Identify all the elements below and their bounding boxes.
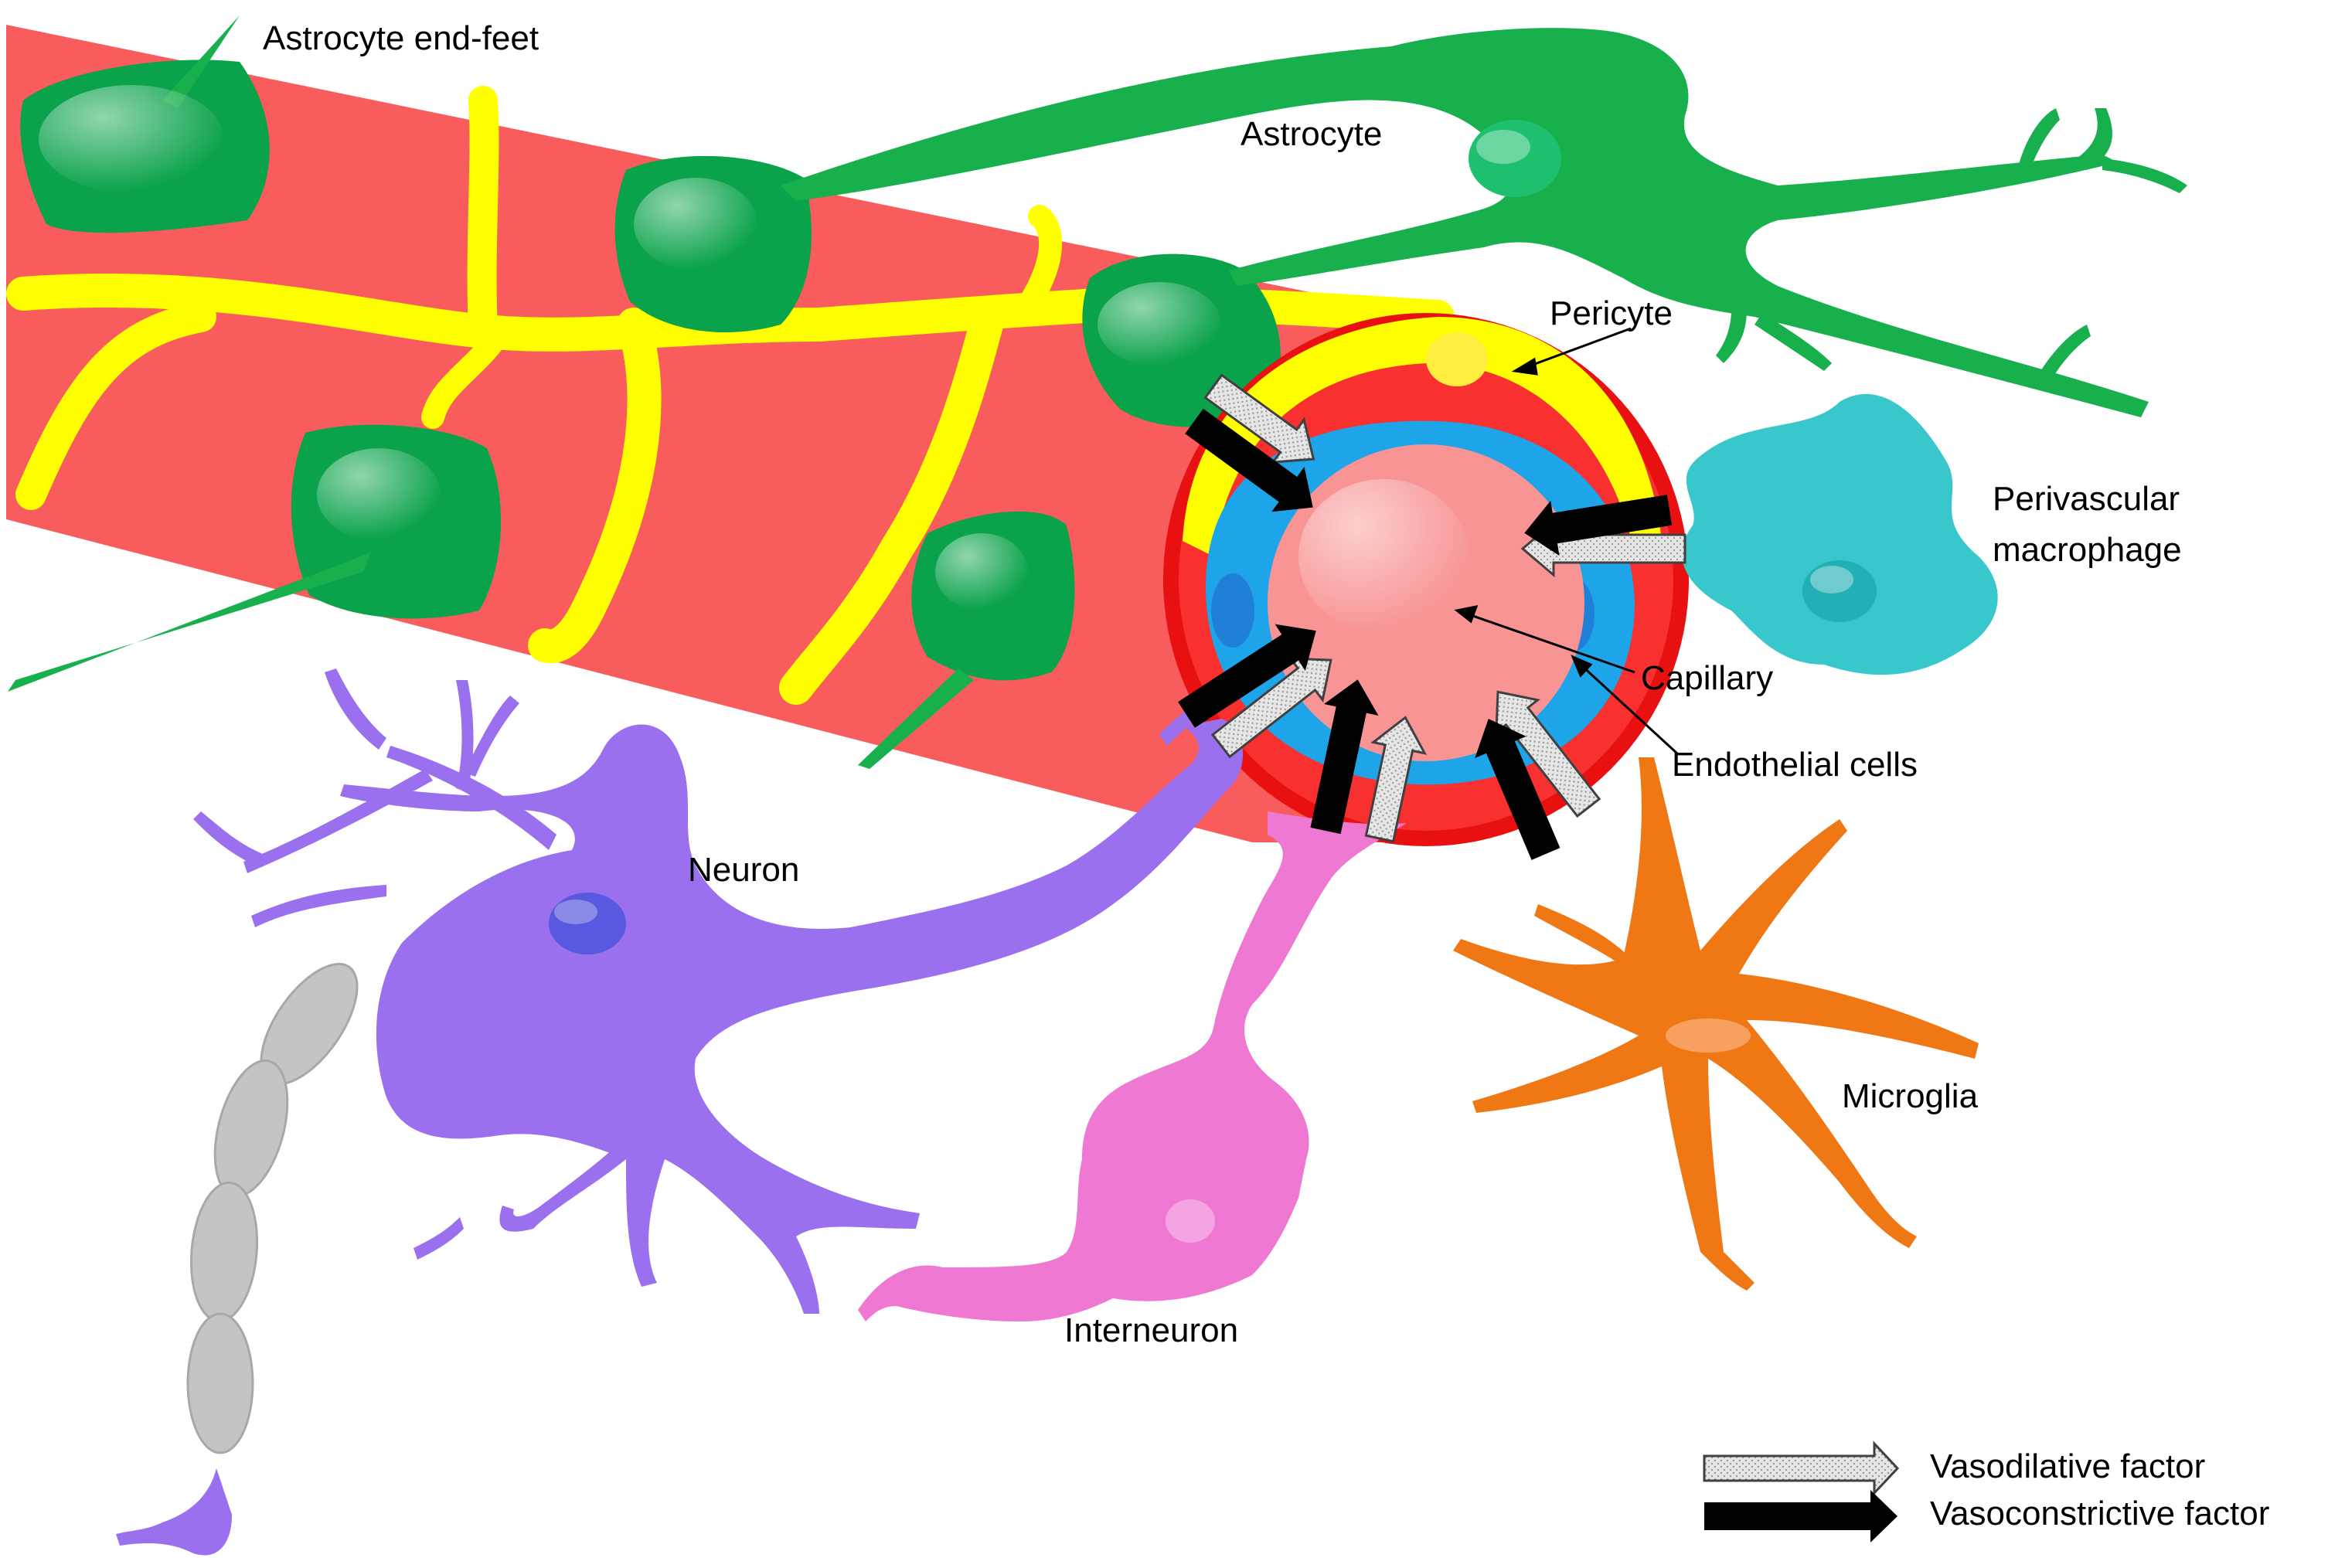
microglia bbox=[1453, 757, 1979, 1291]
legend: Vasodilative factor Vasoconstrictive fac… bbox=[1703, 1440, 2269, 1542]
vasodilative-arrow-3 bbox=[1210, 657, 1332, 759]
label-astrocyte-end-feet: Astrocyte end-feet bbox=[263, 19, 539, 57]
astrocyte bbox=[781, 28, 2187, 417]
labels: Astrocyte end-feet Astrocyte Pericyte Pe… bbox=[263, 19, 2182, 1349]
label-perivascular-macrophage-2: macrophage bbox=[1993, 531, 2182, 569]
legend-vasoconstrictive-label: Vasoconstrictive factor bbox=[1930, 1495, 2269, 1532]
leader-lines bbox=[1454, 327, 1679, 755]
vasodilative-arrow-1 bbox=[1203, 373, 1315, 464]
vasodilative-arrow-5 bbox=[1495, 690, 1601, 818]
myelinated-axon bbox=[116, 962, 359, 1556]
astrocyte-nucleus bbox=[1469, 120, 1561, 197]
capillary-cross-section bbox=[1163, 313, 1689, 846]
vasoconstrictive-arrow-5 bbox=[1475, 719, 1561, 860]
vasoconstrictive-arrow-4 bbox=[1310, 679, 1379, 835]
astrocyte-end-feet bbox=[8, 15, 1281, 769]
vasodilative-arrow-4 bbox=[1364, 716, 1428, 843]
legend-vasodilative-arrow bbox=[1703, 1440, 1900, 1496]
vessel-body bbox=[6, 25, 1430, 842]
vasoconstrictive-arrow-3 bbox=[1178, 624, 1316, 728]
factor-arrows bbox=[1178, 373, 1686, 860]
label-perivascular-macrophage-1: Perivascular bbox=[1993, 480, 2180, 518]
myelin-segment-3 bbox=[189, 1181, 259, 1323]
label-endothelial-cells: Endothelial cells bbox=[1672, 746, 1918, 784]
pericyte-leader bbox=[1526, 327, 1632, 369]
label-interneuron: Interneuron bbox=[1064, 1311, 1238, 1349]
microglia-nucleus bbox=[1666, 1019, 1751, 1053]
blood-vessel bbox=[6, 25, 1430, 842]
vasoconstrictive-arrow-1 bbox=[1185, 408, 1313, 512]
interneuron bbox=[858, 811, 1407, 1321]
label-neuron: Neuron bbox=[688, 851, 799, 889]
label-microglia: Microglia bbox=[1842, 1077, 1979, 1115]
interneuron-nucleus bbox=[1166, 1199, 1215, 1243]
label-astrocyte: Astrocyte bbox=[1241, 115, 1382, 153]
legend-vasoconstrictive-arrow bbox=[1704, 1490, 1897, 1542]
vasoconstrictive-arrow-2 bbox=[1524, 495, 1673, 556]
astrocyte-body bbox=[781, 28, 2149, 417]
pericyte-nucleus bbox=[1426, 332, 1488, 386]
label-pericyte: Pericyte bbox=[1550, 294, 1673, 332]
neuron bbox=[193, 668, 1244, 1314]
capillary-leader bbox=[1468, 613, 1635, 674]
label-capillary: Capillary bbox=[1641, 659, 1773, 697]
neuron-nucleus bbox=[549, 893, 626, 954]
endothelial-nucleus-left bbox=[1211, 573, 1254, 648]
legend-vasodilative-label: Vasodilative factor bbox=[1930, 1447, 2205, 1485]
endothelial-leader bbox=[1579, 663, 1679, 755]
pericyte-ring bbox=[1183, 317, 1662, 556]
myelin-segment-4 bbox=[186, 1312, 254, 1454]
perivascular-macrophage bbox=[1682, 393, 1998, 675]
